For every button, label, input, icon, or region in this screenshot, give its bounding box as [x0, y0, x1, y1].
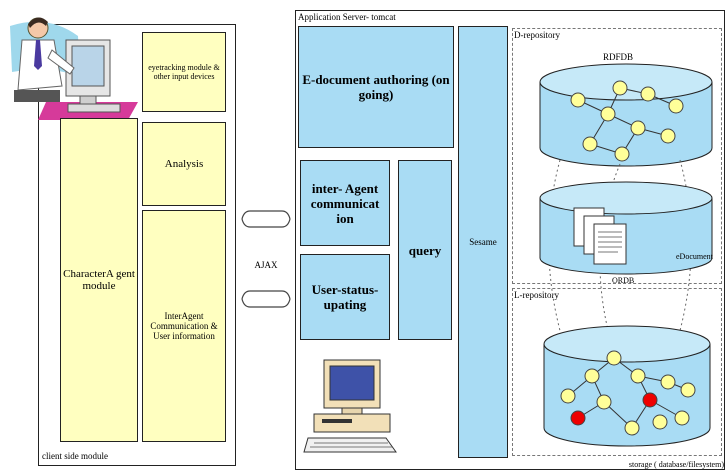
analysis-box: Analysis	[142, 122, 226, 206]
rdf-node	[652, 414, 668, 430]
l-repository-database	[543, 325, 711, 447]
ajax-connector	[241, 210, 291, 308]
rdf-node	[668, 98, 684, 114]
highlighted-node	[570, 410, 586, 426]
ordb-label: ORDB	[612, 276, 635, 285]
eyetracking-module-label: eyetracking module & other input devices	[148, 63, 220, 81]
rdf-node	[624, 420, 640, 436]
rdf-node	[660, 128, 676, 144]
e-document-authoring-label: E-document authoring (on going)	[302, 72, 450, 102]
d-repository-frame	[512, 28, 722, 284]
client-side-module-label: client side module	[42, 451, 108, 461]
d-repository-label: D-repository	[514, 30, 560, 40]
sesame-box: Sesame	[458, 26, 508, 458]
character-agent-module-box: CharacterA gent module	[60, 118, 138, 442]
rdf-node	[606, 350, 622, 366]
user-status-updating-label: User-status- upating	[311, 282, 379, 312]
rdf-node	[582, 136, 598, 152]
ajax-label: AJAX	[254, 260, 278, 270]
application-server-title: Application Server- tomcat	[298, 12, 396, 22]
rdf-node	[560, 388, 576, 404]
rdf-node	[612, 80, 628, 96]
rdf-node	[630, 368, 646, 384]
user-status-updating-box: User-status- upating	[300, 254, 390, 340]
storage-label: storage ( database/filesystem)	[628, 460, 724, 469]
rdf-node	[570, 92, 586, 108]
l-repository-label: L-repository	[514, 290, 559, 300]
rdf-node	[640, 86, 656, 102]
rdfdb-label: RDFDB	[602, 52, 633, 62]
rdf-node	[660, 374, 676, 390]
query-box: query	[398, 160, 452, 340]
document-stack-icon	[573, 207, 627, 265]
rdf-node	[596, 394, 612, 410]
edocument-label: eDocument	[676, 252, 713, 261]
rdf-node	[680, 382, 696, 398]
character-agent-module-label: CharacterA gent module	[63, 268, 135, 292]
rdf-node	[584, 368, 600, 384]
user-at-computer-icon	[10, 17, 138, 120]
rdf-node	[674, 410, 690, 426]
analysis-label: Analysis	[164, 158, 204, 170]
inter-agent-communication-label: InterAgent Communication & User informat…	[150, 311, 218, 341]
inter-agent-communication-server-box: inter- Agent communicat ion	[300, 160, 390, 246]
rdfdb-database	[539, 63, 713, 167]
eyetracking-module-box: eyetracking module & other input devices	[142, 32, 226, 112]
l-repository-frame	[512, 288, 722, 456]
e-document-authoring-box: E-document authoring (on going)	[298, 26, 454, 148]
inter-agent-communication-server-label: inter- Agent communicat ion	[310, 180, 380, 226]
desktop-computer-icon	[303, 359, 397, 453]
rdf-node	[614, 146, 630, 162]
sesame-label: Sesame	[469, 237, 497, 247]
inter-agent-communication-box: InterAgent Communication & User informat…	[142, 210, 226, 442]
rdf-node	[630, 120, 646, 136]
highlighted-node	[642, 392, 658, 408]
rdf-node	[600, 106, 616, 122]
query-label: query	[408, 242, 442, 258]
